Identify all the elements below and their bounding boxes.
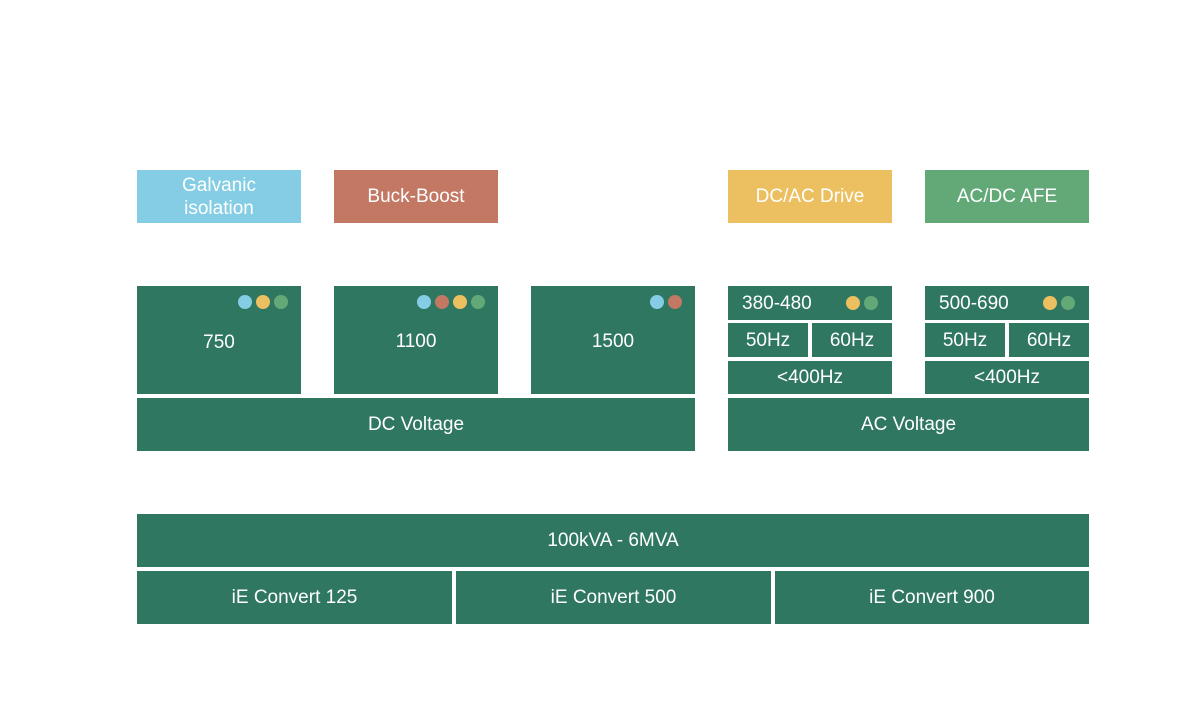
dc-level-750: 750	[137, 286, 301, 394]
ac-voltage-label: AC Voltage	[860, 414, 957, 435]
category-dot-dc-ac-drive	[846, 296, 860, 310]
product-ie-convert-900: iE Convert 900	[775, 571, 1089, 624]
category-dot-ac-dc-afe	[471, 295, 485, 309]
category-ac-dc-afe: AC/DC AFE	[925, 170, 1089, 223]
category-label: Galvanic isolation	[182, 174, 256, 219]
category-dot-ac-dc-afe	[864, 296, 878, 310]
category-dot-galvanic	[650, 295, 664, 309]
category-galvanic-isolation: Galvanic isolation	[137, 170, 301, 223]
category-dot-ac-dc-afe	[1061, 296, 1075, 310]
power-range-bar: 100kVA - 6MVA	[137, 514, 1089, 567]
category-dot-buck-boost	[668, 295, 682, 309]
category-label: Buck-Boost	[367, 186, 465, 207]
ac-range-380-480: 380-480	[728, 286, 892, 320]
product-label: iE Convert 900	[869, 587, 995, 608]
category-dot-dc-ac-drive	[453, 295, 467, 309]
ac-range-500-690: 500-690	[925, 286, 1089, 320]
dc-voltage-label: DC Voltage	[367, 414, 465, 435]
freq-label: 60Hz	[1026, 329, 1072, 351]
category-dot-galvanic	[417, 295, 431, 309]
category-dot-galvanic	[238, 295, 252, 309]
dc-level-label: 750	[203, 331, 235, 353]
product-ie-convert-125: iE Convert 125	[137, 571, 452, 624]
freq-label: <400Hz	[776, 367, 844, 388]
power-range-label: 100kVA - 6MVA	[547, 530, 679, 551]
category-buck-boost: Buck-Boost	[334, 170, 498, 223]
category-dots	[846, 296, 878, 310]
dc-level-label: 1100	[395, 330, 437, 352]
category-dots	[417, 295, 485, 309]
freq-label: 50Hz	[942, 329, 988, 351]
freq-label: 60Hz	[829, 329, 875, 351]
product-label: iE Convert 125	[231, 587, 358, 608]
dc-voltage-bar: DC Voltage	[137, 398, 695, 451]
freq-label: 50Hz	[745, 329, 791, 351]
dc-level-1100: 1100	[334, 286, 498, 394]
category-dot-buck-boost	[435, 295, 449, 309]
ac-freq-60hz: 60Hz	[1009, 323, 1089, 357]
ac-range-label: 500-690	[939, 292, 1009, 314]
ac-freq-60hz: 60Hz	[812, 323, 892, 357]
ac-freq-under-400hz: <400Hz	[728, 361, 892, 394]
category-dc-ac-drive: DC/AC Drive	[728, 170, 892, 223]
dc-level-label: 1500	[591, 330, 635, 352]
ac-range-label: 380-480	[742, 292, 812, 314]
category-dots	[1043, 296, 1075, 310]
ac-voltage-bar: AC Voltage	[728, 398, 1089, 451]
freq-label: <400Hz	[973, 367, 1041, 388]
category-dot-dc-ac-drive	[256, 295, 270, 309]
ac-freq-under-400hz: <400Hz	[925, 361, 1089, 394]
category-dot-ac-dc-afe	[274, 295, 288, 309]
category-dots	[650, 295, 682, 309]
ac-freq-50hz: 50Hz	[728, 323, 808, 357]
category-label: DC/AC Drive	[755, 186, 865, 207]
category-dots	[238, 295, 288, 309]
dc-level-1500: 1500	[531, 286, 695, 394]
category-label: AC/DC AFE	[956, 186, 1058, 207]
product-ie-convert-500: iE Convert 500	[456, 571, 771, 624]
product-label: iE Convert 500	[550, 587, 677, 608]
category-dot-dc-ac-drive	[1043, 296, 1057, 310]
ac-freq-50hz: 50Hz	[925, 323, 1005, 357]
